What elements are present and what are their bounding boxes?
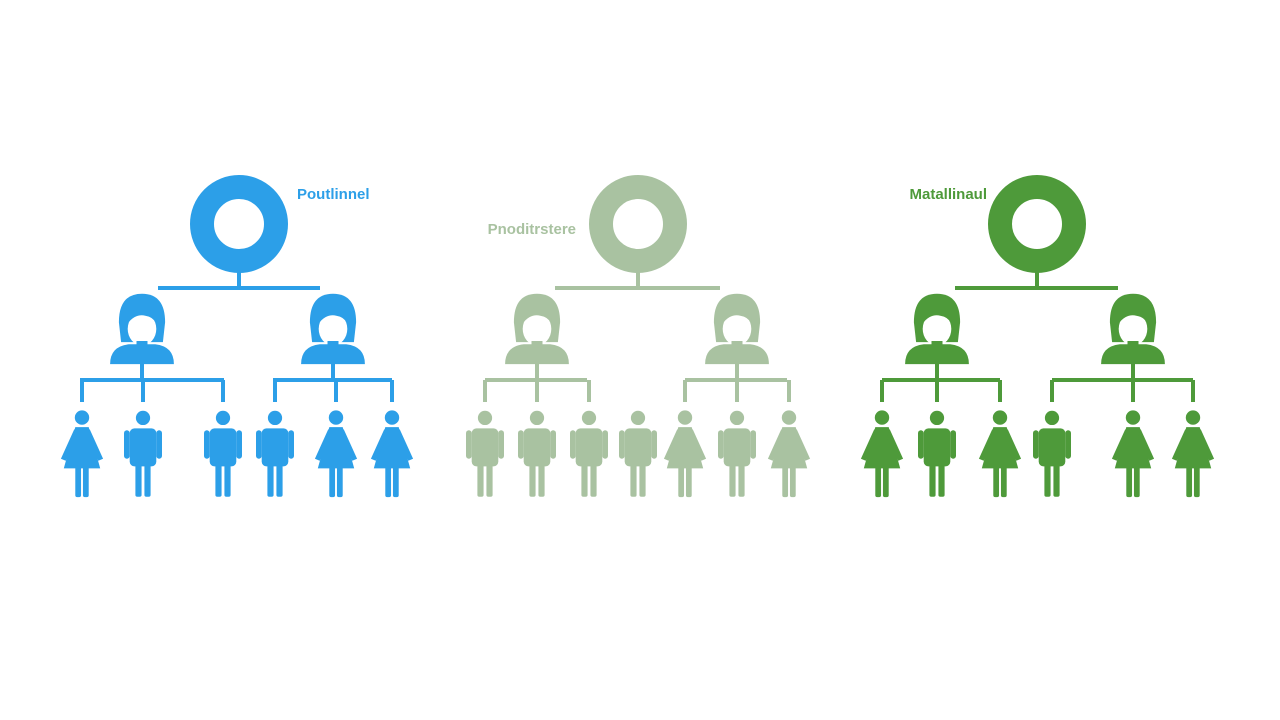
ring-node-icon [1000,187,1074,261]
man-icon [570,410,608,497]
man-icon [918,410,956,497]
woman-bust-icon [301,293,365,365]
man-icon [256,410,294,497]
org-chart-3: Matallinaul [860,186,1215,498]
man-icon [124,410,162,497]
woman-icon [767,410,811,498]
woman-icon [663,410,707,498]
woman-icon [60,410,104,498]
man-icon [204,410,242,497]
woman-icon [314,410,358,498]
man-icon [466,410,504,497]
woman-bust-icon [1101,293,1165,365]
ring-node-icon [601,187,675,261]
woman-icon [370,410,414,498]
man-icon [1033,410,1071,497]
org-chart-label: Matallinaul [909,186,987,203]
woman-bust-icon [905,293,969,365]
woman-icon [860,410,904,498]
woman-icon [1171,410,1215,498]
woman-icon [978,410,1022,498]
woman-bust-icon [505,293,569,365]
man-icon [718,410,756,497]
woman-icon [1111,410,1155,498]
org-chart-label: Pnoditrstere [488,221,576,238]
woman-bust-icon [705,293,769,365]
org-chart-label: Poutlinnel [297,186,370,203]
woman-bust-icon [110,293,174,365]
man-icon [518,410,556,497]
man-icon [619,410,657,497]
org-chart-2: Pnoditrstere [466,187,811,498]
org-chart-1: Poutlinnel [60,186,414,498]
ring-node-icon [202,187,276,261]
